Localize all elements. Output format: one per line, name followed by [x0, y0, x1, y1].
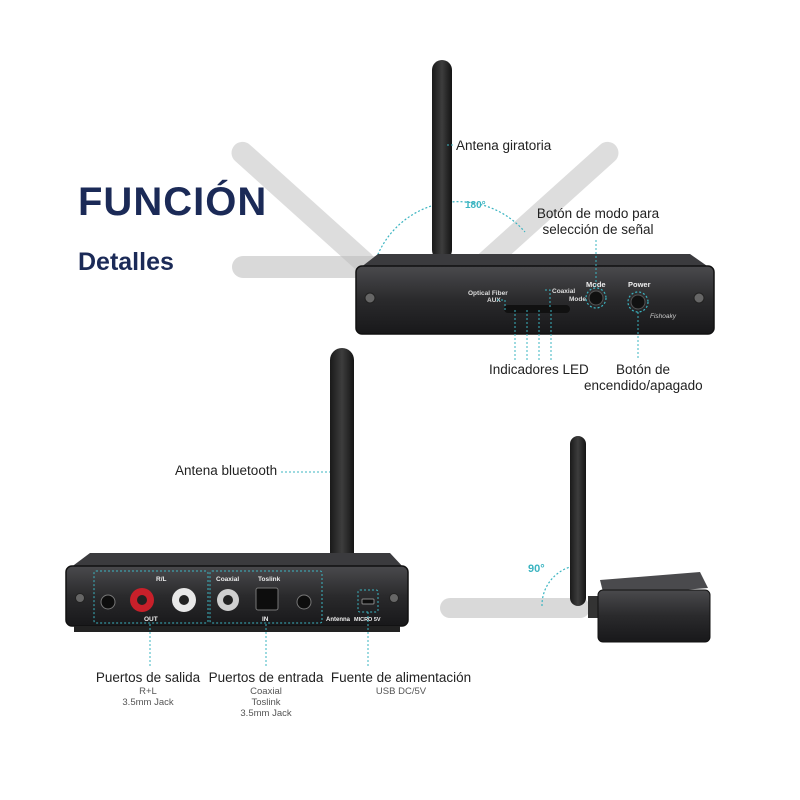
aux-label: AUX: [487, 297, 501, 304]
power-button-callout-line2: encendido/apagado: [584, 378, 703, 393]
side-ghost-antenna: [440, 598, 590, 618]
power-supply-callout: Fuente de alimentación: [330, 670, 472, 685]
rotating-antenna-callout: Antena giratoria: [456, 138, 552, 153]
optical-fiber-label: Optical Fiber: [468, 290, 508, 297]
coaxial-rear-label: Coaxial: [216, 576, 239, 583]
antenna-label: Antenna: [326, 617, 351, 623]
mode-button-callout-line2: selección de señal: [542, 222, 654, 237]
micro-5v-label: MICRO 5V: [354, 617, 381, 623]
power-button-highlight: [627, 291, 649, 313]
input-ports-detail-2: Toslink: [251, 697, 281, 708]
power-supply-detail-1: USB DC/5V: [375, 686, 427, 697]
power-button-callout: Botón de encendido/apagado: [584, 362, 703, 394]
mode-button-highlight: [585, 287, 607, 309]
input-ports-detail-3: 3.5mm Jack: [240, 708, 292, 719]
ghost-antenna-left-diagonal: [231, 141, 375, 273]
ghost-antenna-right-diagonal: [475, 141, 619, 273]
mode-button-callout-line1: Botón de modo para: [536, 206, 660, 221]
in-label: IN: [262, 616, 269, 623]
brand-logo: Fishoaky: [650, 313, 677, 320]
device-side-view: [588, 572, 711, 643]
input-ports-details: Coaxial Toslink 3.5mm Jack: [202, 686, 330, 719]
power-supply-details: USB DC/5V: [326, 686, 476, 697]
device-front-panel: Optical Fiber AUX Coaxial Mode Mode Powe…: [355, 254, 715, 335]
side-rotation-arc: [541, 565, 575, 607]
output-ports-details: R+L 3.5mm Jack: [90, 686, 206, 708]
led-indicators-callout: Indicadores LED: [489, 362, 589, 377]
bottom-callout-leaders: [149, 612, 369, 668]
input-ports-detail-1: Coaxial: [250, 686, 282, 697]
rl-label: R/L: [156, 576, 167, 583]
side-antenna: [570, 436, 586, 606]
bluetooth-antenna: [330, 348, 354, 610]
output-ports-detail-1: R+L: [139, 686, 157, 697]
rotation-angle-label: 180°: [465, 200, 486, 211]
mode-front-label: Mode: [569, 296, 586, 303]
bluetooth-antenna-callout: Antena bluetooth: [175, 463, 278, 478]
input-ports-callout: Puertos de entrada: [208, 670, 324, 685]
page-title: FUNCIÓN: [78, 180, 268, 224]
led-indicator-leaders: [497, 289, 552, 360]
side-angle-label: 90°: [528, 563, 545, 575]
coaxial-front-label: Coaxial: [552, 288, 575, 295]
out-label: OUT: [144, 616, 158, 623]
device-rear-panel: R/L OUT Coaxial Toslink IN Antenna MICRO…: [65, 553, 409, 632]
power-label: Power: [628, 280, 651, 289]
toslink-label: Toslink: [258, 576, 281, 583]
rotating-antenna: [432, 60, 452, 260]
power-button-callout-line1: Botón de: [615, 362, 671, 377]
page-subtitle: Detalles: [78, 248, 174, 276]
mode-button-callout: Botón de modo para selección de señal: [530, 206, 666, 238]
output-ports-callout: Puertos de salida: [95, 670, 201, 685]
output-ports-detail-2: 3.5mm Jack: [122, 697, 174, 708]
